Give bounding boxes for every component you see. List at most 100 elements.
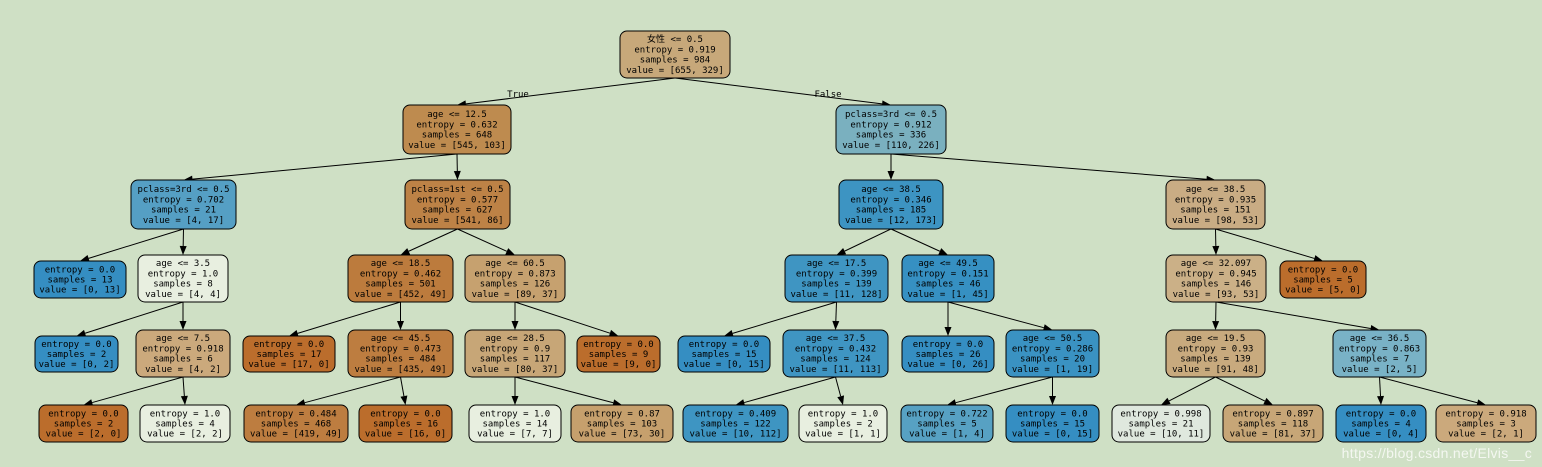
- node-box: [1435, 404, 1537, 443]
- arrowhead-icon: [1049, 396, 1056, 405]
- node-line: samples = 5: [917, 420, 977, 430]
- node-box: [404, 179, 511, 230]
- edge-line: [1215, 228, 1315, 259]
- node-line: entropy = 0.873: [474, 269, 555, 279]
- node-line: samples = 117: [480, 355, 550, 365]
- node-line: samples = 21: [1128, 420, 1193, 430]
- node-line: value = [0, 15]: [1012, 430, 1093, 440]
- arrowhead-icon: [289, 330, 299, 337]
- node-box: [464, 329, 566, 378]
- arrowhead-icon: [612, 399, 622, 407]
- arrowhead-icon: [1313, 255, 1323, 262]
- arrowhead-icon: [76, 329, 87, 337]
- node-line: entropy = 0.286: [1012, 344, 1093, 354]
- node-line: entropy = 0.399: [796, 269, 877, 279]
- node-line: age <= 49.5: [918, 259, 978, 269]
- node-line: samples = 14: [482, 420, 547, 430]
- node-line: value = [81, 37]: [1230, 430, 1317, 440]
- node-line: value = [541, 86]: [411, 216, 503, 226]
- node-line: entropy = 0.0: [583, 340, 653, 350]
- node-line: samples = 468: [261, 420, 331, 430]
- node-line: entropy = 0.577: [417, 195, 498, 205]
- node-line: entropy = 0.912: [850, 120, 931, 130]
- edge-line: [674, 77, 883, 105]
- node-box: [901, 254, 995, 303]
- node-line: samples = 126: [480, 280, 550, 290]
- node-line: samples = 3: [1456, 420, 1516, 430]
- node-box: [900, 404, 994, 443]
- tree-edge: [836, 228, 892, 255]
- tree-edge: [183, 153, 458, 183]
- node-line: value = [73, 30]: [579, 430, 666, 440]
- node-line: samples = 146: [1181, 280, 1251, 290]
- node-line: value = [4, 2]: [145, 365, 221, 375]
- edge-line: [514, 301, 611, 334]
- tree-edge: [1212, 301, 1220, 330]
- tree-edge: [453, 153, 461, 180]
- tree-edge: [1215, 301, 1380, 332]
- node-line: entropy = 0.432: [795, 344, 876, 354]
- node-box: [1005, 329, 1100, 378]
- edge-line: [457, 228, 508, 252]
- edge-line: [955, 376, 1053, 404]
- node-line: samples = 13: [47, 276, 112, 286]
- node-line: entropy = 0.87: [584, 409, 660, 419]
- node-box: [130, 179, 237, 230]
- node-line: entropy = 1.0: [480, 409, 550, 419]
- node-line: value = [11, 128]: [790, 290, 882, 300]
- edge-line: [890, 228, 941, 252]
- node-box: [468, 404, 562, 443]
- tree-edge: [887, 154, 895, 180]
- node-line: age <= 38.5: [861, 185, 921, 195]
- node-line: samples = 122: [700, 420, 770, 430]
- tree-edge: [1215, 376, 1273, 405]
- edge-line: [835, 376, 842, 397]
- node-line: age <= 28.5: [485, 334, 545, 344]
- node-line: value = [452, 49]: [354, 290, 446, 300]
- arrowhead-icon: [836, 247, 847, 255]
- tree-edge: [1161, 376, 1216, 405]
- tree-edge: [832, 301, 840, 330]
- node-box: [1279, 260, 1367, 299]
- node-line: entropy = 0.346: [850, 195, 931, 205]
- arrowhead-icon: [1212, 320, 1220, 330]
- tree-edge: True: [457, 77, 676, 108]
- node-line: value = [110, 226]: [842, 141, 940, 151]
- node-line: samples = 984: [640, 56, 710, 66]
- arrowhead-icon: [1476, 399, 1486, 407]
- node-line: samples = 46: [915, 280, 980, 290]
- node-line: entropy = 0.918: [1445, 409, 1526, 419]
- node-line: entropy = 1.0: [150, 409, 220, 419]
- arrowhead-icon: [887, 171, 895, 180]
- node-line: samples = 7: [1350, 355, 1410, 365]
- tree-edge: [400, 376, 408, 405]
- node-box: [1165, 179, 1266, 230]
- node-line: value = [80, 37]: [472, 365, 559, 375]
- node-line: samples = 26: [915, 350, 980, 360]
- node-box: [139, 404, 231, 443]
- node-line: entropy = 0.945: [1175, 269, 1256, 279]
- node-line: samples = 15: [1020, 420, 1085, 430]
- tree-edge: [296, 376, 401, 407]
- arrowhead-icon: [1042, 324, 1053, 332]
- node-line: value = [91, 48]: [1172, 365, 1259, 375]
- node-line: samples = 2: [813, 420, 873, 430]
- edge-line: [514, 376, 614, 404]
- arrowhead-icon: [179, 321, 187, 330]
